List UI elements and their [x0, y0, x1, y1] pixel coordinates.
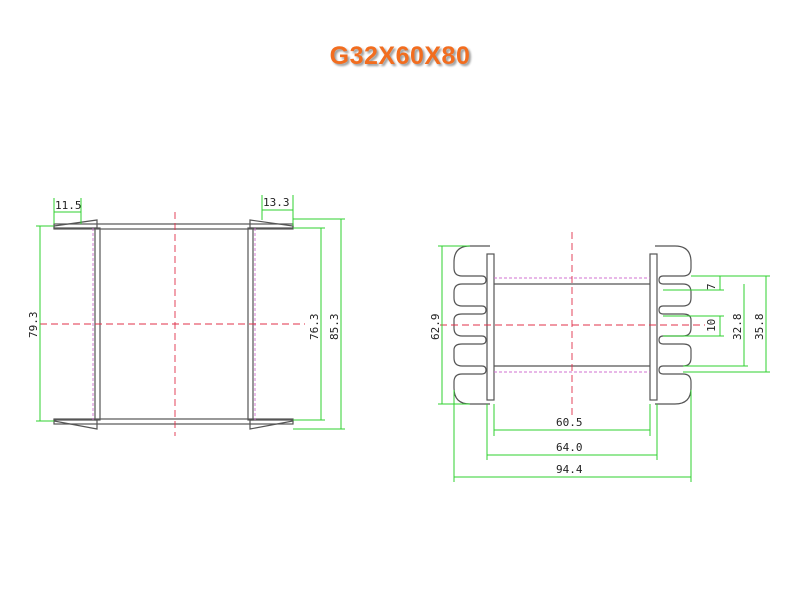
left-view: 11.5 13.3 79.3 76.3 85.3 [27, 195, 345, 436]
dim-label-94-4: 94.4 [556, 463, 583, 476]
dim-label-13-3: 13.3 [263, 196, 290, 209]
dim-label-11-5: 11.5 [55, 199, 82, 212]
dim-label-7: 7 [705, 283, 718, 290]
dim-label-32-8: 32.8 [731, 314, 744, 341]
right-view-right-wall [649, 253, 658, 401]
left-flange-profile [453, 245, 490, 405]
dim-label-60-5: 60.5 [556, 416, 583, 429]
dim-label-62-9: 62.9 [429, 314, 442, 341]
dim-label-85-3: 85.3 [328, 314, 341, 341]
right-flange-profile [655, 245, 692, 405]
drawing-title: G32X60X80 [329, 42, 471, 70]
right-view: 62.9 7 10 32.8 35.8 60.5 64.0 94.4 [429, 232, 770, 482]
dim-label-10: 10 [705, 319, 718, 332]
dim-label-64-0: 64.0 [556, 441, 583, 454]
right-view-left-wall [486, 253, 495, 401]
dim-label-76-3: 76.3 [308, 314, 321, 341]
dim-label-79-3: 79.3 [27, 312, 40, 339]
dim-label-35-8: 35.8 [753, 314, 766, 341]
